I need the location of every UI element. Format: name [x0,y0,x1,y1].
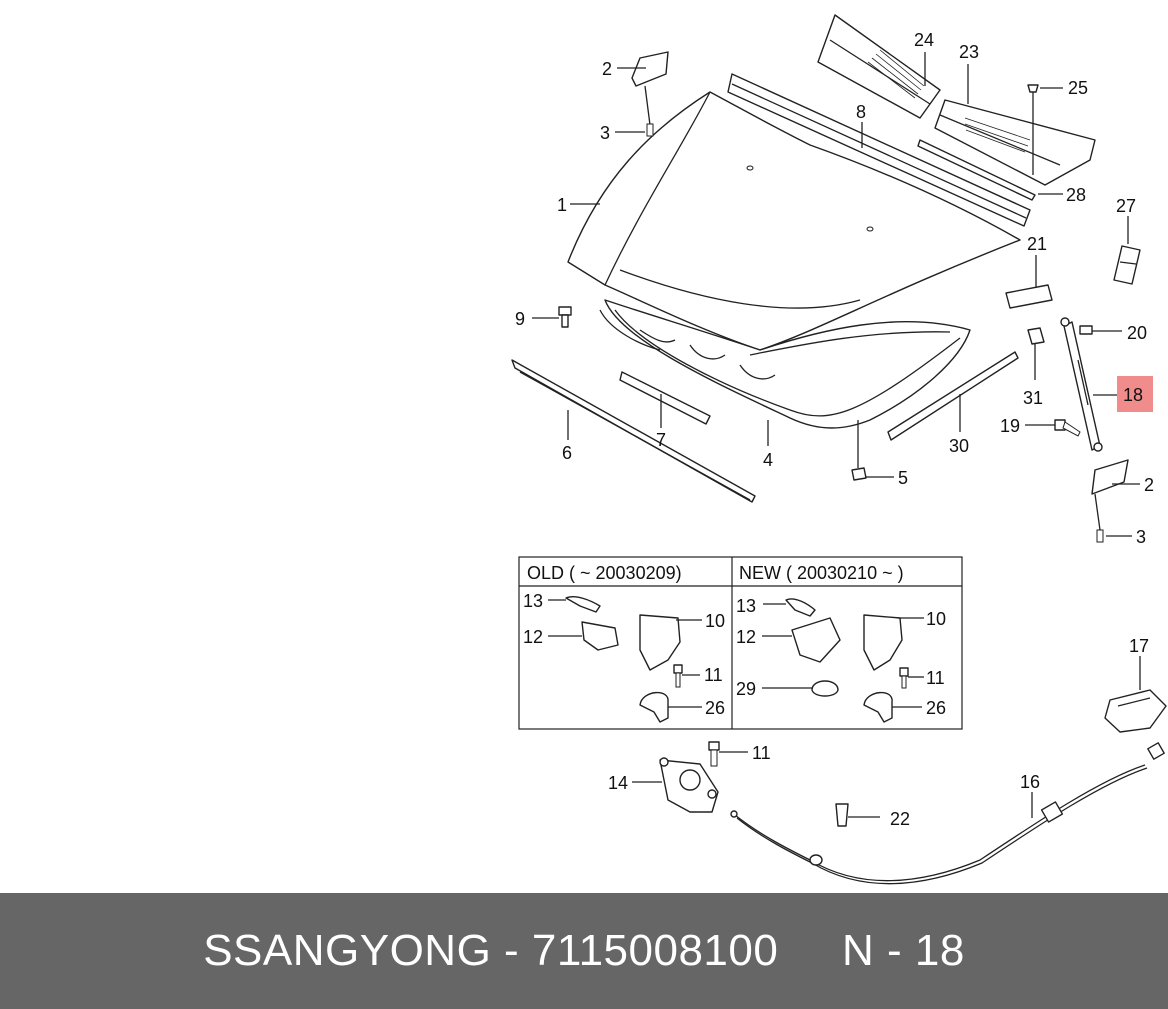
callout-16: 16 [1020,772,1040,792]
callout-9: 9 [515,309,525,329]
callout-2b: 2 [1144,475,1154,495]
screw-25 [1027,84,1039,175]
hood-hinge-lower [1091,459,1129,543]
hood-latch [632,741,748,813]
clip-22 [835,803,880,827]
leader-lines [532,52,1140,537]
old-callout-26: 26 [705,698,725,718]
seal-strip-7 [619,371,711,425]
new-callout-26: 26 [926,698,946,718]
bolt-19 [1054,419,1081,437]
hood-seal-strip [727,73,1031,227]
new-callout-10: 10 [926,609,946,629]
cowl-panel-left [817,14,941,119]
new-callout-29: 29 [736,679,756,699]
callout-24: 24 [914,30,934,50]
new-callout-12: 12 [736,627,756,647]
old-parts: 13 12 10 11 26 [523,591,725,723]
callout-19: 19 [1000,416,1020,436]
new-callout-13: 13 [736,596,756,616]
callout-14: 14 [608,773,628,793]
callout-17: 17 [1129,636,1149,656]
old-header: OLD ( ~ 20030209) [527,563,682,583]
new-header: NEW ( 20030210 ~ ) [739,563,904,583]
cowl-seal [917,139,1036,201]
hood-inner-panel [599,299,971,429]
gas-strut [1060,317,1103,452]
revision-table: OLD ( ~ 20030209) NEW ( 20030210 ~ ) 13 … [518,556,963,730]
callout-27: 27 [1116,196,1136,216]
callout-20: 20 [1127,323,1147,343]
callout-22: 22 [890,809,910,829]
old-callout-11: 11 [704,665,723,685]
callout-30: 30 [949,436,969,456]
bolt-20 [1079,325,1122,335]
old-callout-10: 10 [705,611,725,631]
callout-21: 21 [1027,234,1047,254]
callout-23: 23 [959,42,979,62]
emblem-27 [1113,245,1141,285]
hood-hinge-upper [631,51,669,137]
callout-7: 7 [656,430,666,450]
old-callout-12: 12 [523,627,543,647]
release-handle [1104,656,1167,733]
callout-11: 11 [752,743,771,763]
callout-5: 5 [898,468,908,488]
callout-18: 18 [1123,385,1143,405]
new-callout-11: 11 [926,668,945,688]
bumper-9 [558,306,572,328]
callout-3b: 3 [1136,527,1146,547]
highlight-box-18 [1117,376,1153,412]
callout-2: 2 [602,59,612,79]
hood-panel [567,91,1021,351]
callout-8: 8 [856,102,866,122]
footer-bar: SSANGYONG - 7115008100 N - 18 [0,893,1168,1009]
callout-25: 25 [1068,78,1088,98]
front-strip-6 [511,359,756,503]
part-number-caption: SSANGYONG - 7115008100 N - 18 [203,926,965,975]
parts-diagram: 1 2 3 9 8 24 23 25 28 27 21 20 31 18 19 … [511,14,1167,885]
callout-4: 4 [763,450,773,470]
callout-labels: 1 2 3 9 8 24 23 25 28 27 21 20 31 18 19 … [515,30,1154,547]
release-cable [730,742,1165,885]
callout-1: 1 [557,195,567,215]
new-parts: 13 12 10 11 29 26 [736,596,946,723]
clip-5 [851,420,867,481]
old-callout-13: 13 [523,591,543,611]
callout-28: 28 [1066,185,1086,205]
clip-31 [1027,327,1045,380]
bracket-21 [1005,255,1053,309]
callout-31: 31 [1023,388,1043,408]
cowl-panel-right [934,99,1096,186]
seal-strip-30 [887,351,1019,441]
callout-3: 3 [600,123,610,143]
callout-6: 6 [562,443,572,463]
